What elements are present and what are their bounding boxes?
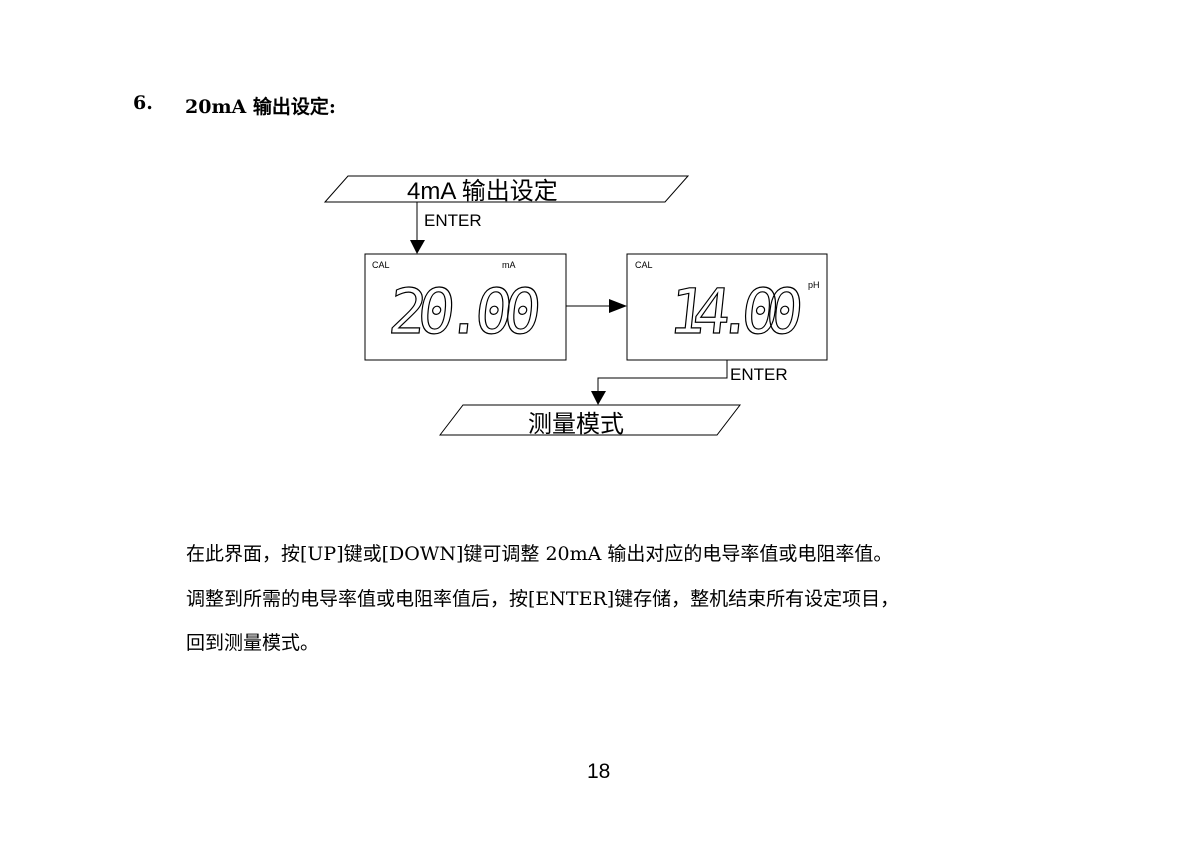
display-1-unit: mA (502, 260, 516, 270)
display-2-mode: CAL (635, 260, 653, 270)
enter-label-1: ENTER (424, 211, 482, 230)
start-label: 4mA 输出设定 (407, 178, 558, 205)
lcd-display-1 (364, 253, 567, 361)
paragraph-line: 在此界面，按[UP]键或[DOWN]键可调整 20mA 输出对应的电导率值或电阻… (186, 543, 893, 565)
end-label: 测量模式 (528, 411, 624, 438)
end-parallelogram (438, 404, 742, 436)
section-number: 6. (133, 92, 153, 114)
paragraph-line: 调整到所需的电导率值或电阻率值后，按[ENTER]键存储，整机结束所有设定项目， (186, 588, 900, 610)
display-2-unit: pH (808, 280, 820, 290)
display-1-value: 20.00 (385, 275, 545, 348)
arrow-right-icon (609, 299, 627, 313)
display-1-mode: CAL (372, 260, 390, 270)
paragraph-line: 回到测量模式。 (186, 632, 320, 654)
enter-label-2: ENTER (730, 365, 788, 384)
arrow-down-icon (591, 391, 606, 405)
section-title: 20mA 输出设定: (185, 96, 336, 118)
page-number: 18 (587, 760, 611, 783)
arrow-down-icon (410, 240, 425, 254)
display-2-value: 14.00 (665, 275, 807, 348)
start-parallelogram (323, 175, 690, 203)
